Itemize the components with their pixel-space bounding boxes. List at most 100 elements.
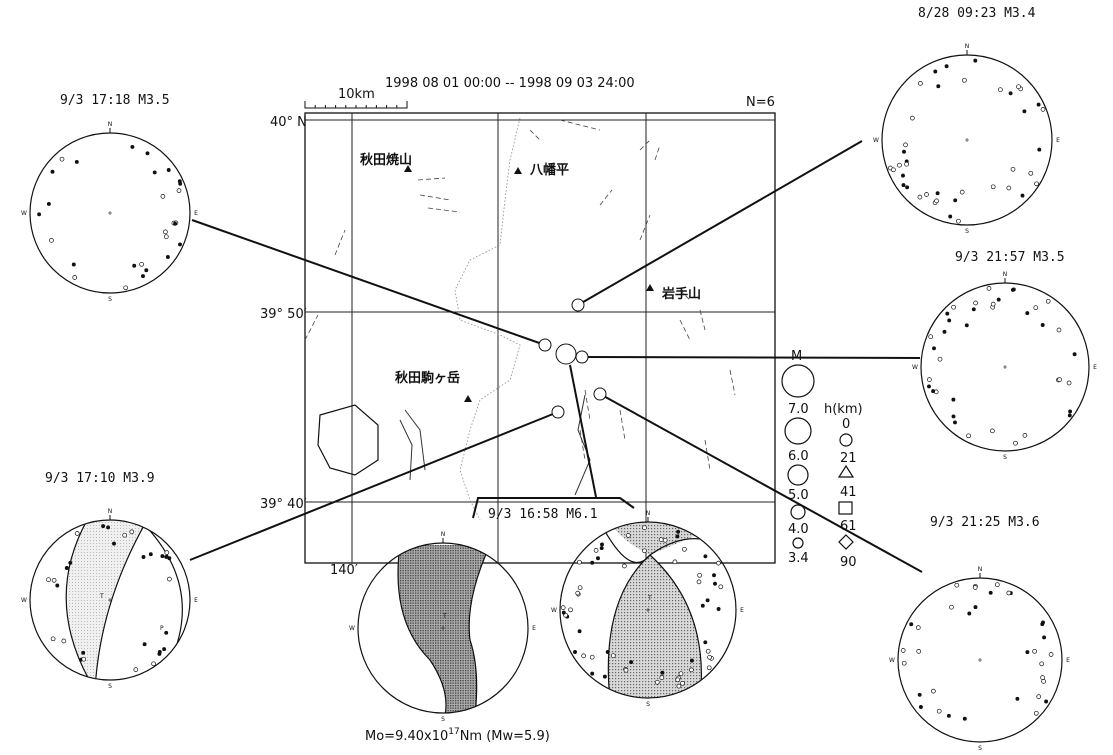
polarity-point bbox=[590, 671, 595, 676]
polarity-point bbox=[967, 611, 972, 616]
polarity-point bbox=[167, 576, 172, 582]
polarity-point bbox=[1068, 409, 1073, 414]
depth-21: 21 bbox=[840, 451, 857, 466]
polarity-point bbox=[1040, 323, 1045, 327]
event-marker[interactable] bbox=[571, 298, 585, 312]
polarity-point bbox=[602, 674, 607, 679]
direction-south: S bbox=[978, 745, 982, 752]
polarity-point bbox=[927, 377, 932, 382]
polarity-point bbox=[901, 660, 907, 666]
polarity-point bbox=[167, 556, 172, 561]
polarity-point bbox=[990, 301, 996, 307]
event-marker[interactable] bbox=[593, 387, 607, 401]
lat-label-3950: 39° 50′ bbox=[260, 307, 307, 322]
polarity-point bbox=[946, 713, 951, 718]
polarity-point bbox=[1041, 679, 1046, 684]
event-marker-mainshock[interactable] bbox=[555, 343, 577, 365]
polarity-point bbox=[560, 605, 566, 610]
polarity-point bbox=[577, 585, 583, 591]
direction-south: S bbox=[1003, 454, 1007, 461]
polarity-point bbox=[130, 144, 135, 149]
polarity-point bbox=[904, 161, 909, 167]
direction-north: N bbox=[441, 531, 446, 538]
polarity-point bbox=[141, 555, 146, 559]
polarity-point bbox=[901, 173, 905, 178]
lat-label-3940: 39° 40′ bbox=[260, 497, 307, 512]
polarity-point bbox=[1020, 193, 1025, 198]
mainshock-mechanism-solution bbox=[397, 544, 491, 713]
polarity-point bbox=[1006, 185, 1012, 191]
polarity-point bbox=[680, 680, 685, 686]
depth-legend: h(km) 0 21 41 61 90 bbox=[824, 402, 863, 570]
polarity-point bbox=[944, 64, 949, 69]
polarity-point bbox=[50, 169, 55, 174]
polarity-point bbox=[996, 297, 1001, 302]
polarity-point bbox=[593, 548, 599, 553]
polarity-point bbox=[173, 221, 178, 226]
polarity-point bbox=[1056, 327, 1062, 333]
polarity-point bbox=[157, 651, 162, 656]
polarity-point bbox=[49, 238, 54, 243]
event-marker[interactable] bbox=[538, 338, 552, 352]
magnitude-3-4: 3.4 bbox=[788, 551, 809, 566]
polarity-point bbox=[1040, 107, 1046, 112]
polarity-point bbox=[629, 660, 634, 665]
polarity-point bbox=[51, 577, 57, 583]
polarity-point bbox=[106, 525, 111, 530]
polarity-point bbox=[945, 311, 950, 316]
polarity-point bbox=[948, 214, 953, 219]
direction-north: N bbox=[108, 121, 113, 128]
polarity-point bbox=[998, 87, 1003, 93]
polarity-point bbox=[573, 650, 577, 654]
volcano-triangle-icon bbox=[646, 284, 654, 291]
volcano-label-hachimantai: 八幡平 bbox=[529, 162, 569, 178]
polarity-point bbox=[718, 584, 724, 590]
polarity-point bbox=[935, 191, 940, 196]
polarity-point bbox=[163, 234, 169, 240]
polarity-point bbox=[1067, 413, 1072, 418]
polarity-point bbox=[712, 573, 716, 578]
polarity-point bbox=[951, 414, 956, 419]
polarity-point bbox=[132, 263, 137, 268]
polarity-point bbox=[654, 679, 660, 685]
polarity-point bbox=[622, 563, 627, 569]
polarity-point bbox=[162, 647, 167, 652]
polarity-point bbox=[676, 529, 681, 534]
polarity-point bbox=[81, 650, 86, 655]
direction-north: N bbox=[108, 508, 113, 515]
polarity-point bbox=[672, 559, 678, 565]
polarity-point bbox=[902, 149, 906, 154]
event-marker[interactable] bbox=[575, 350, 589, 364]
moment-suffix: Nm (Mw=5.9) bbox=[460, 729, 550, 744]
polarity-point bbox=[122, 532, 128, 538]
polarity-point bbox=[959, 189, 965, 195]
polarity-point bbox=[160, 194, 166, 199]
polarity-point bbox=[1045, 298, 1051, 304]
polarity-point bbox=[713, 581, 717, 586]
polarity-point bbox=[915, 625, 921, 630]
polarity-point bbox=[954, 582, 960, 588]
polarity-point bbox=[1022, 109, 1027, 114]
polarity-point bbox=[166, 168, 171, 172]
polarity-point bbox=[973, 300, 978, 306]
polarity-point bbox=[561, 610, 566, 615]
polarity-point bbox=[986, 286, 992, 291]
event-marker[interactable] bbox=[551, 405, 565, 419]
mechanism-label-0903-2157: 9/3 21:57 M3.5 bbox=[955, 250, 1065, 265]
polarity-point bbox=[1008, 91, 1013, 96]
polarity-point bbox=[164, 554, 169, 559]
polarity-point bbox=[932, 346, 936, 351]
polarity-point bbox=[937, 356, 943, 362]
direction-west: W bbox=[551, 607, 557, 614]
magnitude-7: 7.0 bbox=[788, 402, 809, 417]
polarity-point bbox=[675, 534, 680, 539]
map bbox=[304, 112, 776, 564]
t-axis-label: T bbox=[99, 593, 104, 600]
polarity-point bbox=[1025, 311, 1030, 316]
polarity-point bbox=[689, 667, 694, 673]
polarity-point bbox=[178, 242, 182, 247]
polarity-point bbox=[1040, 675, 1045, 680]
polarity-point bbox=[973, 605, 978, 610]
